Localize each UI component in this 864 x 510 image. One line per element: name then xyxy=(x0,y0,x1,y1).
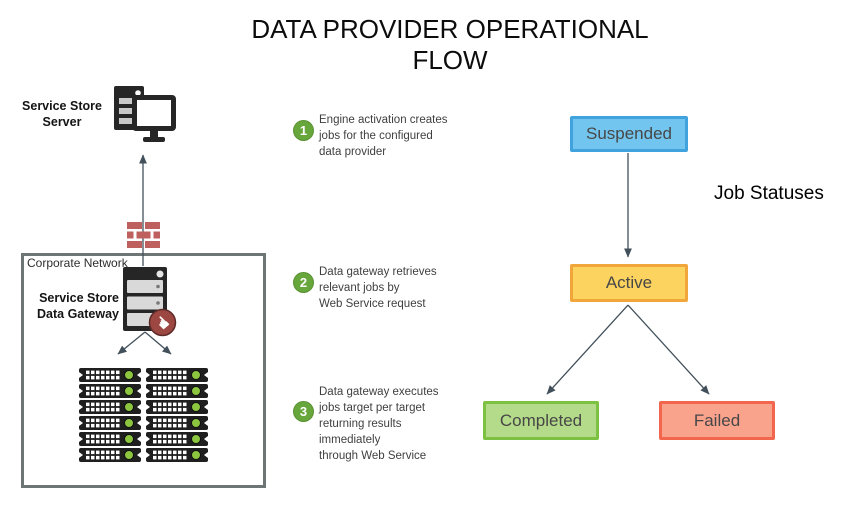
status-box-active: Active xyxy=(570,264,688,302)
rack-unit xyxy=(79,432,141,446)
firewall-bricks-icon xyxy=(127,222,160,248)
rack-unit xyxy=(79,368,141,382)
corporate-network-box xyxy=(21,253,266,488)
server-label: Service Store Server xyxy=(22,99,102,129)
step-2-text: Data gateway retrieves relevant jobs by … xyxy=(319,266,437,310)
job-statuses-heading: Job Statuses xyxy=(714,183,824,204)
rack-grid xyxy=(79,368,208,462)
rack-unit-icon xyxy=(146,416,208,430)
page-title: DATA PROVIDER OPERATIONAL FLOW xyxy=(251,14,649,75)
status-box-suspended: Suspended xyxy=(570,116,688,152)
step-1-badge: 1 xyxy=(293,120,314,141)
arrow-active-to-failed xyxy=(627,304,710,395)
status-label: Completed xyxy=(499,410,583,430)
rack-unit xyxy=(146,368,208,382)
rack-unit xyxy=(146,416,208,430)
status-label: Active xyxy=(605,273,653,292)
rack-unit-icon xyxy=(146,432,208,446)
rack-unit-icon xyxy=(146,384,208,398)
server-rack-icon: ☚ xyxy=(123,267,177,337)
rack-unit-icon xyxy=(146,400,208,414)
rack-unit-icon xyxy=(79,384,141,398)
rack-unit xyxy=(146,400,208,414)
rack-unit-icon xyxy=(146,368,208,382)
arrow-active-to-completed xyxy=(546,304,629,395)
rack-unit-icon xyxy=(79,448,141,462)
rack-unit xyxy=(146,384,208,398)
status-box-completed: Completed xyxy=(483,401,599,440)
rack-unit-icon xyxy=(146,448,208,462)
step-1-text: Engine activation creates jobs for the c… xyxy=(319,114,448,158)
step-3-badge: 3 xyxy=(293,401,314,422)
rack-unit xyxy=(79,400,141,414)
rack-unit xyxy=(146,448,208,462)
hand-cursor-icon: ☚ xyxy=(148,308,177,337)
gateway-label: Service Store Data Gateway xyxy=(37,291,119,321)
step-3-text: Data gateway executes jobs target per ta… xyxy=(319,386,439,462)
rack-unit xyxy=(79,416,141,430)
rack-unit-icon xyxy=(79,416,141,430)
rack-unit xyxy=(79,384,141,398)
status-label: Suspended xyxy=(585,124,673,143)
rack-unit-icon xyxy=(79,368,141,382)
server-with-monitor-icon xyxy=(114,86,176,142)
rack-unit xyxy=(79,448,141,462)
step-2-badge: 2 xyxy=(293,272,314,293)
rack-unit-icon xyxy=(79,432,141,446)
status-label: Failed xyxy=(693,410,741,430)
status-box-failed: Failed xyxy=(659,401,775,440)
corporate-network-label: Corporate Network xyxy=(27,256,128,270)
rack-unit-icon xyxy=(79,400,141,414)
rack-unit xyxy=(146,432,208,446)
